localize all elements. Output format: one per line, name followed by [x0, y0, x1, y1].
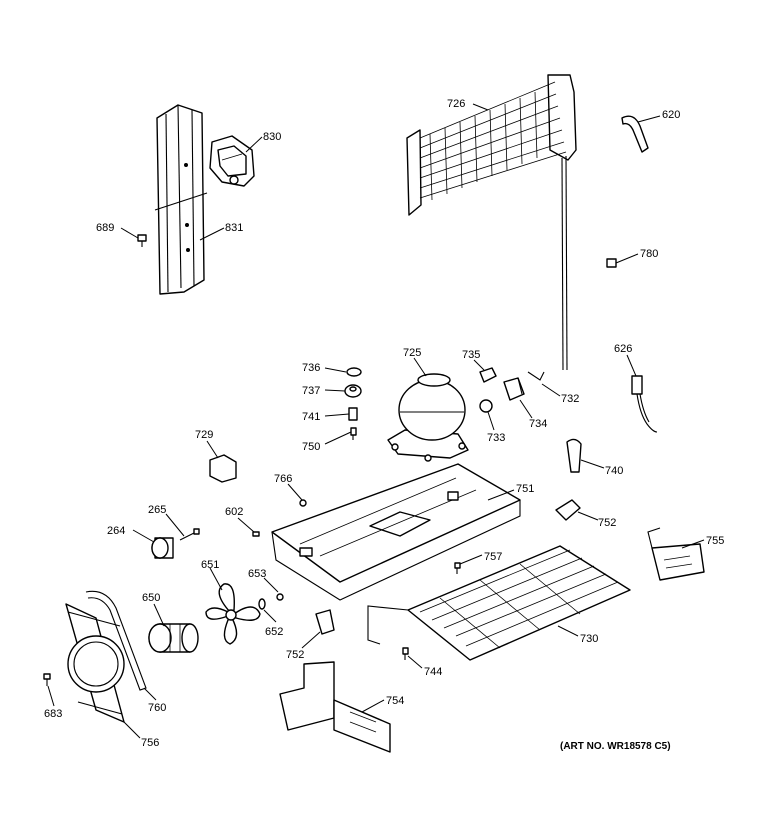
- part-736-cap: [346, 367, 362, 377]
- part-754-cover: [279, 661, 391, 753]
- part-734-relay: [503, 377, 525, 401]
- part-830-bracket: [209, 135, 255, 187]
- part-741-sleeve: [348, 407, 358, 421]
- part-733-overload: [479, 399, 493, 413]
- callout-760: 760: [148, 702, 166, 714]
- part-620-tube: [621, 115, 649, 153]
- part-766-screw: [299, 499, 307, 507]
- callout-650: 650: [142, 592, 160, 604]
- part-831-channel: [154, 104, 208, 295]
- part-730-coil: [367, 545, 631, 661]
- part-780-clip: [606, 258, 617, 268]
- callout-830: 830: [263, 131, 281, 143]
- callout-265: 265: [148, 504, 166, 516]
- part-757-screw: [454, 562, 461, 574]
- part-626-harness: [631, 375, 658, 433]
- part-653-nut: [276, 593, 284, 601]
- part-752-bracket-lower: [315, 609, 335, 635]
- part-760-tube: [85, 590, 147, 691]
- callout-620: 620: [662, 109, 680, 121]
- callout-740: 740: [605, 465, 623, 477]
- part-651-fan-blade: [205, 583, 261, 645]
- callout-732: 732: [561, 393, 579, 405]
- callout-766: 766: [274, 473, 292, 485]
- part-756-shroud: [65, 603, 125, 723]
- part-729-box: [209, 454, 237, 483]
- callout-725: 725: [403, 347, 421, 359]
- callout-labels: 726 620 830 831 689 780 626 736 725 735 …: [44, 98, 724, 749]
- callout-602: 602: [225, 506, 243, 518]
- callout-754: 754: [386, 695, 404, 707]
- part-737-grommet: [344, 384, 362, 398]
- art-number: (ART NO. WR18578 C5): [560, 741, 671, 752]
- part-755-bracket: [647, 527, 705, 581]
- callout-756: 756: [141, 737, 159, 749]
- callout-651: 651: [201, 559, 219, 571]
- callout-744: 744: [424, 666, 442, 678]
- part-683-screw: [43, 673, 51, 686]
- callout-831: 831: [225, 222, 243, 234]
- part-744-screw: [402, 647, 409, 660]
- part-751-base: [271, 463, 521, 601]
- part-689-screw: [137, 234, 147, 247]
- part-735-clip: [479, 367, 497, 383]
- callout-653: 653: [248, 568, 266, 580]
- callout-737: 737: [302, 385, 320, 397]
- callout-752-upper: 752: [598, 517, 616, 529]
- callout-735: 735: [462, 349, 480, 361]
- part-732-cover: [527, 371, 545, 381]
- callout-780: 780: [640, 248, 658, 260]
- part-650-motor: [148, 623, 199, 653]
- part-726-condenser: [406, 74, 577, 371]
- callout-741: 741: [302, 411, 320, 423]
- callout-736: 736: [302, 362, 320, 374]
- part-602-screw: [252, 531, 260, 537]
- part-725-compressor: [387, 373, 469, 462]
- part-265-bolt: [179, 528, 200, 541]
- callout-751: 751: [516, 483, 534, 495]
- part-264-bushing: [151, 537, 174, 559]
- callout-264: 264: [107, 525, 125, 537]
- callout-689: 689: [96, 222, 114, 234]
- callout-733: 733: [487, 432, 505, 444]
- callout-757: 757: [484, 551, 502, 563]
- part-652-washer: [258, 598, 266, 610]
- callout-734: 734: [529, 418, 547, 430]
- callout-683: 683: [44, 708, 62, 720]
- part-740-clamp: [566, 438, 582, 473]
- leader-lines: [47, 103, 705, 739]
- callout-726: 726: [447, 98, 465, 110]
- part-752-bracket-upper: [555, 499, 581, 521]
- callout-755: 755: [706, 535, 724, 547]
- callout-652: 652: [265, 626, 283, 638]
- callout-730: 730: [580, 633, 598, 645]
- callout-729: 729: [195, 429, 213, 441]
- callout-752-lower: 752: [286, 649, 304, 661]
- part-750-screw: [350, 427, 357, 440]
- callout-626: 626: [614, 343, 632, 355]
- callout-750: 750: [302, 441, 320, 453]
